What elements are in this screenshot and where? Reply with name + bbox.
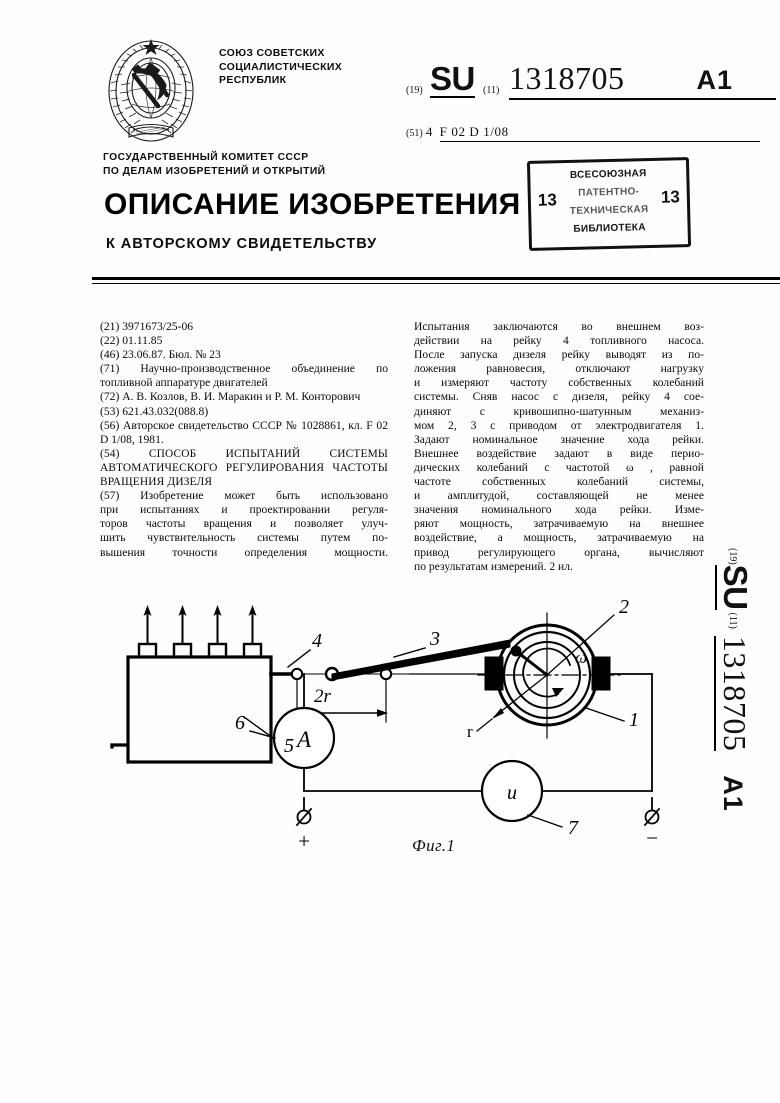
stamp-right-number: 13	[660, 187, 681, 207]
header-rule-thin	[92, 283, 780, 284]
ussr-coat-of-arms-icon	[103, 33, 199, 145]
callout-5: 5	[284, 735, 294, 757]
abstract-left-line: торов частоты вращения и позволяет улуч-	[100, 517, 388, 531]
terminal-minus: −	[646, 826, 658, 850]
field-application-number: (21) 3971673/25-06	[100, 320, 194, 333]
stamp-text: ВСЕСОЮЗНАЯ ПАТЕНТНО- ТЕХНИЧЕСКАЯ БИБЛИОТ…	[560, 165, 658, 239]
field-inventors: (72) А. В. Козлов, В. И. Маракин и Р. М.…	[100, 390, 388, 404]
side-country-code: SU	[715, 564, 754, 610]
terminal-plus: +	[298, 829, 310, 853]
label-2r: 2r	[314, 686, 332, 707]
library-stamp: 13 13 ВСЕСОЮЗНАЯ ПАТЕНТНО- ТЕХНИЧЕСКАЯ Б…	[526, 157, 692, 251]
ipc-class: F 02 D 1/08	[439, 124, 760, 142]
page-title: ОПИСАНИЕ ИЗОБРЕТЕНИЯ	[104, 188, 521, 221]
abstract-line: по результатам измерений. 2 ил.	[414, 559, 573, 573]
label-omega: ω	[575, 648, 587, 667]
committee-line-1: ГОСУДАРСТВЕННЫЙ КОМИТЕТ СССР	[103, 152, 309, 163]
abstract-left-line: при испытаниях и проектировании регуля-	[100, 503, 388, 517]
ammeter-symbol: A	[295, 727, 312, 752]
stamp-line-3: ТЕХНИЧЕСКАЯ	[569, 204, 649, 217]
inid-code-51: (51)	[406, 128, 423, 139]
abstract-line: значения номинального хода рейки. Изме-	[414, 503, 704, 517]
stamp-line-4: БИБЛИОТЕКА	[573, 222, 646, 235]
abstract-line: частоте собственных колебаний системы,	[414, 475, 704, 489]
country-name-line-1: СОЮЗ СОВЕТСКИХ	[219, 47, 325, 59]
inid-56: (56)	[100, 418, 120, 432]
field-references: (56) Авторское свидетельство СССР № 1028…	[100, 419, 388, 447]
voltmeter-symbol: u	[507, 782, 517, 804]
document-header: СОЮЗ СОВЕТСКИХ СОЦИАЛИСТИЧЕСКИХ РЕСПУБЛИ…	[0, 0, 780, 262]
abstract-line: После запуска дизеля рейку выводят из по…	[414, 348, 704, 362]
callout-4: 4	[312, 630, 322, 652]
bibliographic-column: (21) 3971673/25-06 (22) 01.11.85 (46) 23…	[100, 320, 388, 560]
patent-identifier: (19) SU (11) 1318705 A1	[406, 60, 776, 108]
abstract-line: и амплитудой, составляющей не менее	[414, 489, 704, 503]
country-name-line-3: РЕСПУБЛИК	[219, 74, 287, 86]
committee-line-2: ПО ДЕЛАМ ИЗОБРЕТЕНИЙ И ОТКРЫТИЙ	[103, 166, 326, 177]
figure-caption: Фиг.1	[412, 836, 456, 855]
label-r: r	[467, 722, 473, 741]
abstract-line: мом 2, 3 с приводом от электродвигателя …	[414, 418, 704, 432]
patent-number-group: 1318705 A1	[509, 61, 776, 100]
abstract-line: Задают номинальное значение хода рейки.	[414, 432, 704, 446]
abstract-line: привод регулирующего органа, вычисляют	[414, 545, 704, 559]
side-kind-code: A1	[718, 775, 748, 812]
field-udc: (53) 621.43.032(088.8)	[100, 404, 209, 418]
side-inid-11: (11)	[727, 612, 738, 629]
side-inid-19: (19)	[727, 548, 738, 565]
field-applicant: (71) Научно-производственное объединение…	[100, 362, 388, 390]
kind-code: A1	[696, 65, 734, 95]
abstract-line: Внешнее воздействие задают в виде перио-	[414, 446, 704, 460]
country-name-line-2: СОЦИАЛИСТИЧЕСКИХ	[219, 60, 343, 73]
abstract-line: действии на рейку 4 топливного насоса.	[414, 334, 704, 348]
ipc-edition: 4	[425, 124, 433, 139]
abstract-line: системы. Сняв насос с дизеля, рейку 4 со…	[414, 390, 704, 404]
figure-1-drawing: 4 3 2 1 5 6 7 2r r ω A u + −	[92, 595, 692, 885]
stamp-left-number: 13	[537, 190, 558, 210]
inid-code-11: (11)	[483, 85, 500, 96]
ipc-classification: (51) 4 F 02 D 1/08	[406, 124, 776, 142]
stamp-line-2: ПАТЕНТНО-	[578, 186, 640, 199]
abstract-left-line: шить чувствительность системы путем по-	[100, 531, 388, 545]
abstract-column: Испытания заключаются во внешнем воз- де…	[414, 320, 704, 574]
abstract-line: Испытания заключаются во внешнем воз-	[414, 320, 704, 333]
abstract-line: диняют с кривошипно-шатунным механиз-	[414, 404, 704, 418]
applicant-name: Научно-производственное объединение по т…	[100, 362, 389, 390]
field-publication: (46) 23.06.87. Бюл. № 23	[100, 348, 221, 362]
field-invention-title: (54) СПОСОБ ИСПЫТАНИЙ СИСТЕМЫ АВТОМАТИЧЕ…	[100, 447, 388, 489]
side-patent-number: 1318705	[714, 635, 753, 752]
field-filing-date: (22) 01.11.85	[100, 334, 163, 348]
inventor-names: А. В. Козлов, В. И. Маракин и Р. М. Конт…	[122, 390, 361, 404]
inid-71: (71)	[100, 362, 120, 376]
abstract-left: (57) Изобретение может быть использовано…	[100, 489, 388, 559]
reference-text: Авторское свидетельство СССР № 1028861, …	[100, 418, 388, 446]
side-patent-identifier: (19)SU (11) 1318705A1	[684, 548, 754, 868]
callout-2: 2	[619, 596, 629, 618]
abstract-line: ряют мощность, затрачиваемую на внешнее	[414, 517, 704, 531]
stamp-line-1: ВСЕСОЮЗНАЯ	[569, 168, 647, 181]
abstract-line: дических колебаний с частотой ω , равной	[414, 460, 704, 474]
callout-1: 1	[629, 709, 639, 731]
callout-3: 3	[429, 628, 440, 650]
abstract-line: и измеряют частоту собственных колебаний	[414, 376, 704, 390]
inid-code-19: (19)	[406, 85, 423, 96]
callout-7: 7	[568, 817, 579, 839]
invention-title: СПОСОБ ИСПЫТАНИЙ СИСТЕМЫ АВТОМАТИЧЕСКОГО…	[100, 447, 388, 489]
abstract-line: воздействие, а мощность, затрачиваемую н…	[414, 531, 704, 545]
abstract-left-line: (57) Изобретение может быть использовано	[100, 489, 388, 503]
patent-number: 1318705	[509, 60, 625, 96]
header-rule-thick	[92, 277, 780, 280]
inid-54: (54)	[100, 447, 120, 460]
abstract-left-line: вышения точности определения мощности.	[100, 545, 388, 559]
state-committee: ГОСУДАРСТВЕННЫЙ КОМИТЕТ СССР ПО ДЕЛАМ ИЗ…	[103, 151, 326, 179]
abstract-line: ложения равновесия, отключают нагрузку	[414, 362, 704, 376]
callout-6: 6	[235, 712, 245, 734]
inid-72: (72)	[100, 390, 120, 404]
country-name: СОЮЗ СОВЕТСКИХ СОЦИАЛИСТИЧЕСКИХ РЕСПУБЛИ…	[219, 47, 342, 88]
country-code: SU	[430, 60, 475, 98]
page-subtitle: К АВТОРСКОМУ СВИДЕТЕЛЬСТВУ	[106, 236, 378, 252]
